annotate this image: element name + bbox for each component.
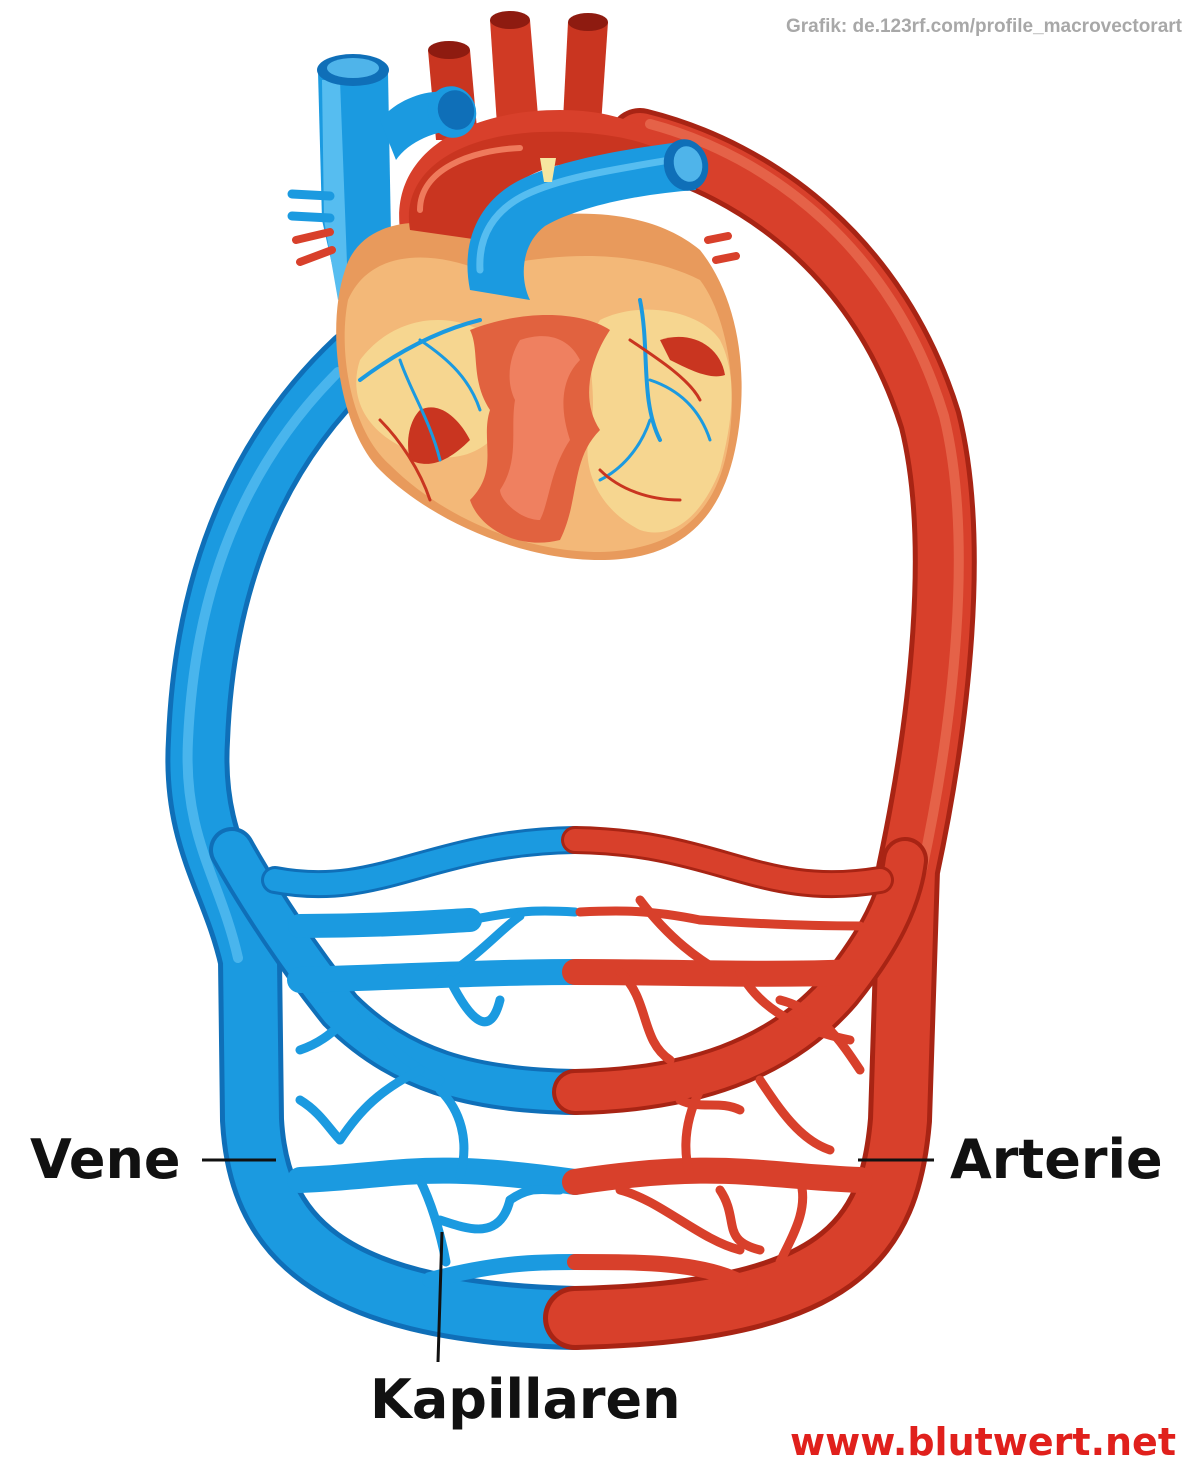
vein-network (165, 328, 607, 1350)
heart (287, 11, 742, 560)
pulmonary-trunk (467, 142, 696, 300)
capillaries-leader-line (436, 1231, 444, 1363)
artery-network (543, 108, 977, 1350)
artery-label: Arterie (950, 1128, 1163, 1191)
image-credit: Grafik: de.123rf.com/profile_macrovector… (786, 16, 1182, 37)
aortic-branch (490, 20, 540, 140)
website-url[interactable]: www.blutwert.net (790, 1420, 1176, 1464)
vein-label: Vene (30, 1128, 181, 1191)
capillaries-label: Kapillaren (370, 1368, 681, 1431)
